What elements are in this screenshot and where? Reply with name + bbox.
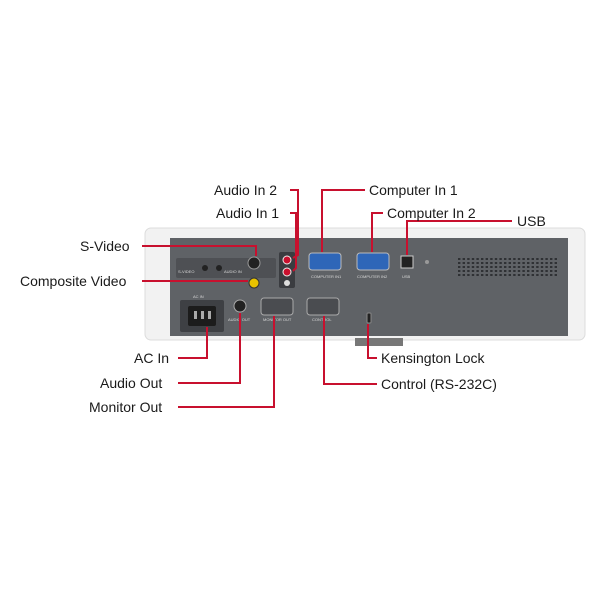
label-audio-out: Audio Out — [100, 375, 163, 391]
control-port — [306, 297, 340, 316]
label-composite-video: Composite Video — [20, 273, 127, 289]
leader-audio-in-1 — [290, 212, 297, 272]
leader-monitor-out — [178, 316, 275, 408]
usb-port — [400, 255, 414, 269]
audio-in-2-port — [282, 255, 292, 265]
leader-lines — [142, 189, 512, 408]
computer-in-1-port — [308, 252, 342, 271]
panel-text-control: CONTROL — [312, 317, 332, 322]
label-audio-in-2: Audio In 2 — [214, 182, 278, 198]
label-usb: USB — [517, 213, 546, 229]
leader-s-video — [142, 245, 257, 256]
panel-text-monitor-out: MONITOR OUT — [263, 317, 292, 322]
leader-control — [323, 316, 377, 385]
monitor-out-port — [260, 297, 294, 316]
vent-grille — [458, 258, 557, 276]
leader-kensington-lock — [367, 324, 377, 359]
panel-text-computer-in-2: COMPUTER IN2 — [357, 274, 388, 279]
leader-ac-in — [178, 327, 208, 359]
label-computer-in-1: Computer In 1 — [369, 182, 458, 198]
label-computer-in-2: Computer In 2 — [387, 205, 476, 221]
s-video-port — [247, 256, 261, 270]
label-control-rs232c: Control (RS-232C) — [381, 376, 497, 392]
label-monitor-out: Monitor Out — [89, 399, 163, 415]
computer-in-2-port — [356, 252, 390, 271]
label-kensington-lock: Kensington Lock — [381, 350, 485, 366]
projector-foot — [355, 338, 403, 346]
panel-text-ac-in: AC IN — [193, 294, 204, 299]
video-subpanel — [176, 258, 276, 278]
kensington-slot — [366, 312, 372, 324]
audio-out-port — [233, 299, 247, 313]
panel-text-usb: USB — [402, 274, 411, 279]
composite-video-port — [248, 277, 260, 289]
leader-computer-in-1 — [321, 189, 365, 252]
leader-audio-out — [178, 313, 241, 384]
leader-computer-in-2 — [371, 212, 383, 252]
label-audio-in-1: Audio In 1 — [216, 205, 280, 221]
label-ac-in: AC In — [134, 350, 170, 366]
panel-text-audio-in: AUDIO IN — [224, 269, 242, 274]
panel-text-s-video: S-VIDEO — [178, 269, 194, 274]
label-s-video: S-Video — [80, 238, 130, 254]
audio-in-1-port — [282, 267, 292, 277]
leader-usb — [406, 220, 512, 255]
panel-text-computer-in-1: COMPUTER IN1 — [311, 274, 342, 279]
